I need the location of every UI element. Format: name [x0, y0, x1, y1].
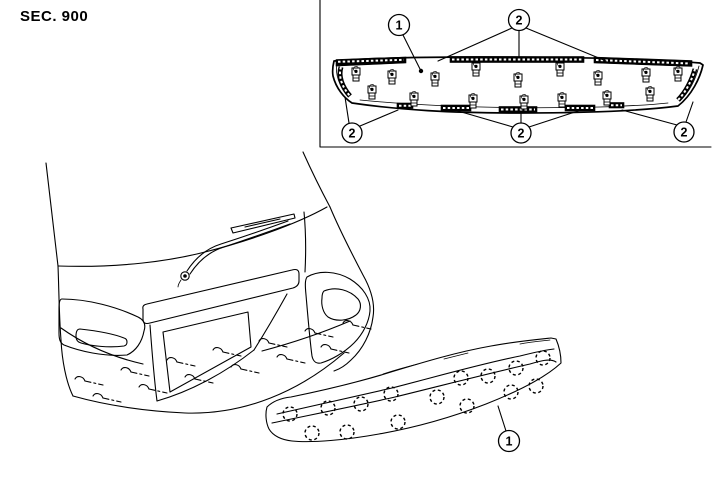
callout-inset-fastener-top[interactable]: 2: [437, 8, 607, 62]
clip-position-marker: [120, 366, 150, 377]
fastener-hole: [304, 425, 320, 441]
inset-detail-view: 1 2 2 2: [319, 0, 712, 148]
clip-icon: [471, 60, 481, 77]
vehicle-rear-view: [45, 151, 375, 414]
callout-number: 2: [349, 127, 356, 141]
recess-left-wall: [149, 324, 158, 402]
section-label: SEC. 900: [20, 8, 89, 25]
left-pillar-line: [45, 162, 59, 267]
clip-icon: [673, 65, 683, 82]
bumper-seam-left: [60, 327, 144, 365]
clip-position-marker: [166, 356, 196, 367]
clip-position-marker: [212, 346, 242, 357]
clip-icon: [351, 65, 361, 82]
adhesive-tape-right-end: [676, 68, 698, 102]
roof-edge-right: [302, 151, 331, 208]
clip-icon: [430, 70, 440, 87]
clip-icon: [409, 90, 419, 107]
clip-icon: [593, 69, 603, 86]
adhesive-tape-left-end: [337, 66, 352, 98]
callout-number: 2: [681, 126, 688, 140]
right-body-edge: [329, 206, 375, 372]
adhesive-tape-bottom-5: [608, 102, 625, 109]
clip-position-marker: [276, 353, 306, 364]
callout-number: 2: [516, 14, 523, 28]
adhesive-tape-bottom-2: [440, 104, 472, 112]
callout-inset-fastener-bottom-center[interactable]: 2: [457, 110, 579, 144]
clip-icon: [367, 83, 377, 100]
fastener-hole: [535, 350, 551, 366]
recess-bottom-edge: [156, 349, 255, 402]
rear-wiper: [177, 213, 296, 288]
adhesive-tape-top-center: [449, 56, 585, 63]
clip-icon: [602, 89, 612, 106]
license-plate-recess: [142, 268, 300, 402]
fastener-hole: [383, 386, 399, 402]
fastener-hole: [390, 414, 406, 430]
callout-main-part-1[interactable]: 1: [497, 405, 521, 453]
top-edge-return-mark: [382, 363, 419, 375]
tail-lamp-right-lens: [321, 288, 361, 321]
fastener-hole: [353, 396, 369, 412]
callout-number: 2: [518, 127, 525, 141]
license-plate: [162, 311, 252, 393]
fastener-holes: [282, 350, 551, 441]
fastener-hole: [503, 384, 519, 400]
adhesive-tape-bottom-3: [498, 106, 538, 113]
callout-inset-fastener-bottom-right[interactable]: 2: [621, 101, 695, 143]
bumper-bottom-edge: [72, 352, 345, 414]
clip-icon: [468, 92, 478, 109]
hatch-seam-line: [303, 211, 307, 273]
tail-lamp-left-lens: [75, 328, 128, 348]
top-edge-return-mark: [443, 352, 469, 360]
callout-inset-fastener-bottom-left[interactable]: 2: [341, 96, 399, 144]
top-edge-return-mark: [519, 339, 551, 345]
fastener-hole: [282, 406, 298, 422]
recess-upper-molding: [142, 268, 300, 325]
fastener-hole: [508, 360, 524, 376]
fastener-hole: [429, 389, 445, 405]
clip-icon: [519, 93, 529, 110]
wiper-blade-rubber: [244, 218, 281, 228]
adhesive-tape-top-right: [593, 56, 693, 67]
fastener-hole: [320, 400, 336, 416]
recess-right-wall: [253, 293, 288, 351]
fastener-hole: [459, 398, 475, 414]
protector-lower-crease: [271, 359, 557, 424]
clip-icon: [387, 68, 397, 85]
fastener-hole: [453, 370, 469, 386]
clip-icon: [645, 85, 655, 102]
fastener-hole: [480, 368, 496, 384]
callout-inset-part-1[interactable]: 1: [387, 13, 424, 74]
protector-front-view: 1: [265, 337, 562, 453]
left-body-edge: [57, 265, 74, 397]
clip-position-marker: [138, 383, 168, 394]
leader-dot: [418, 68, 424, 74]
tail-lamp-left: [58, 298, 146, 356]
clip-icon: [513, 71, 523, 88]
clip-position-marker: [92, 392, 122, 403]
bumper-seam-right: [261, 320, 351, 352]
clip-position-marker: [320, 343, 350, 354]
inset-frame: [319, 0, 712, 148]
tail-lamp-right: [304, 271, 371, 364]
clip-position-marker: [258, 337, 288, 348]
fastener-hole: [339, 424, 355, 440]
fastener-hole: [528, 378, 544, 394]
clip-icon: [555, 60, 565, 77]
clip-position-marker: [230, 363, 260, 374]
adhesive-tape-top-left: [335, 56, 407, 67]
callout-number: 1: [506, 435, 513, 449]
protector-upper-crease: [276, 348, 555, 415]
clip-position-marker: [74, 375, 104, 386]
callout-number: 1: [396, 19, 403, 33]
clip-icon: [641, 66, 651, 83]
clip-icon: [557, 91, 567, 108]
protector-rear-view: [331, 56, 704, 114]
protector-front-outline: [265, 337, 562, 443]
adhesive-tape-bottom-4: [564, 104, 596, 112]
